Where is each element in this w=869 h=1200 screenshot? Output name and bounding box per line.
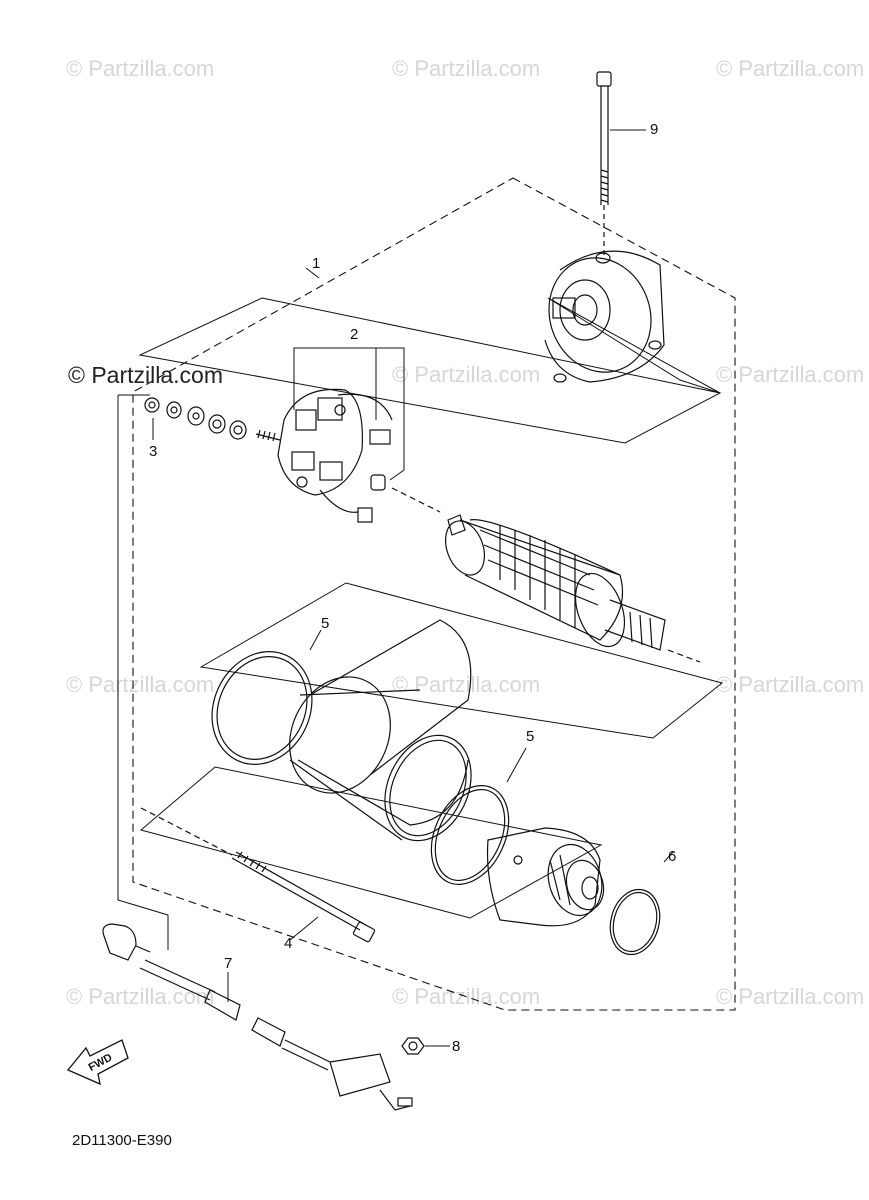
brush-holder-part-2 [277,388,441,523]
through-bolt-part-4 [140,807,376,943]
callout-7: 7 [224,955,233,972]
callout-2: 2 [350,326,359,343]
diagram-code: 2D11300-E390 [72,1132,172,1149]
long-bolt-part-9 [596,71,612,255]
callout-6: 6 [668,848,677,865]
watermark: © Partzilla.com [392,56,541,81]
callout-5: 5 [321,615,330,632]
watermark: © Partzilla.com [66,984,215,1009]
watermark: © Partzilla.com [392,672,541,697]
yoke-housing [289,619,472,842]
watermark-main: © Partzilla.com [68,362,223,388]
o-ring-part-6 [609,888,661,956]
o-ring-part-5 [211,651,510,885]
nut-part-8 [401,1037,425,1055]
fwd-arrow-icon: FWD [66,1039,129,1086]
watermark: © Partzilla.com [66,672,215,697]
watermark: © Partzilla.com [392,362,541,387]
end-cover [544,250,665,383]
callout-9: 9 [650,121,659,138]
callout-4: 4 [284,935,293,952]
cable-part-7 [102,923,413,1111]
watermark: © Partzilla.com [716,56,865,81]
watermark: © Partzilla.com [716,672,865,697]
watermark: © Partzilla.com [716,984,865,1009]
callout-1: 1 [312,255,321,272]
callout-8: 8 [452,1038,461,1055]
watermark: © Partzilla.com [716,362,865,387]
front-cover [486,827,605,927]
callout-5-second: 5 [526,728,535,745]
callout-3: 3 [149,443,158,460]
leader-lines [117,129,674,1047]
armature [444,514,701,663]
watermark: © Partzilla.com [66,56,215,81]
nut-and-washers [144,397,281,442]
assembly-boundary [132,177,736,1011]
part-panels [138,297,724,919]
